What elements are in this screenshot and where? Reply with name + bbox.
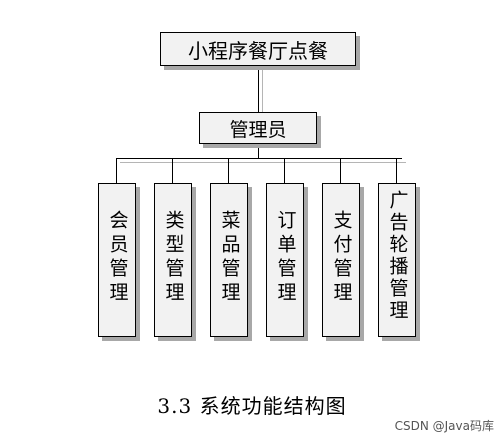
watermark: CSDN @Java码库 [394,419,494,433]
module-node-order: 订单管理 [266,183,304,337]
module-node-category: 类型管理 [154,183,192,337]
connector-drop-5 [340,158,341,183]
module-node-member: 会员管理 [98,183,136,337]
root-node-box: 小程序餐厅点餐 [160,32,356,66]
module-node-payment: 支付管理 [322,183,360,337]
module-node-dish: 菜品管理 [210,183,248,337]
connector-bus-shadow [120,162,406,163]
module-label: 类型管理 [162,210,185,306]
connector-drop-3 [228,158,229,183]
admin-node-label: 管理员 [229,118,287,141]
module-label: 菜品管理 [218,210,241,306]
connector-drop-2 [172,158,173,183]
module-node-banner: 广告轮播管理 [378,183,416,337]
connector-root-admin-shadow [262,70,263,112]
connector-drop-1 [116,158,117,183]
connector-bus [116,158,402,159]
module-label: 广告轮播管理 [386,190,409,322]
figure-caption: 3.3 系统功能结构图 [157,394,347,418]
module-label: 会员管理 [106,210,129,306]
connector-admin-down [258,144,259,158]
root-node-label: 小程序餐厅点餐 [188,38,328,63]
module-label: 订单管理 [274,210,297,306]
connector-drop-6 [396,158,397,183]
module-label: 支付管理 [330,210,353,306]
connector-drop-4 [284,158,285,183]
connector-root-admin [258,66,259,112]
admin-node-box: 管理员 [199,112,317,144]
